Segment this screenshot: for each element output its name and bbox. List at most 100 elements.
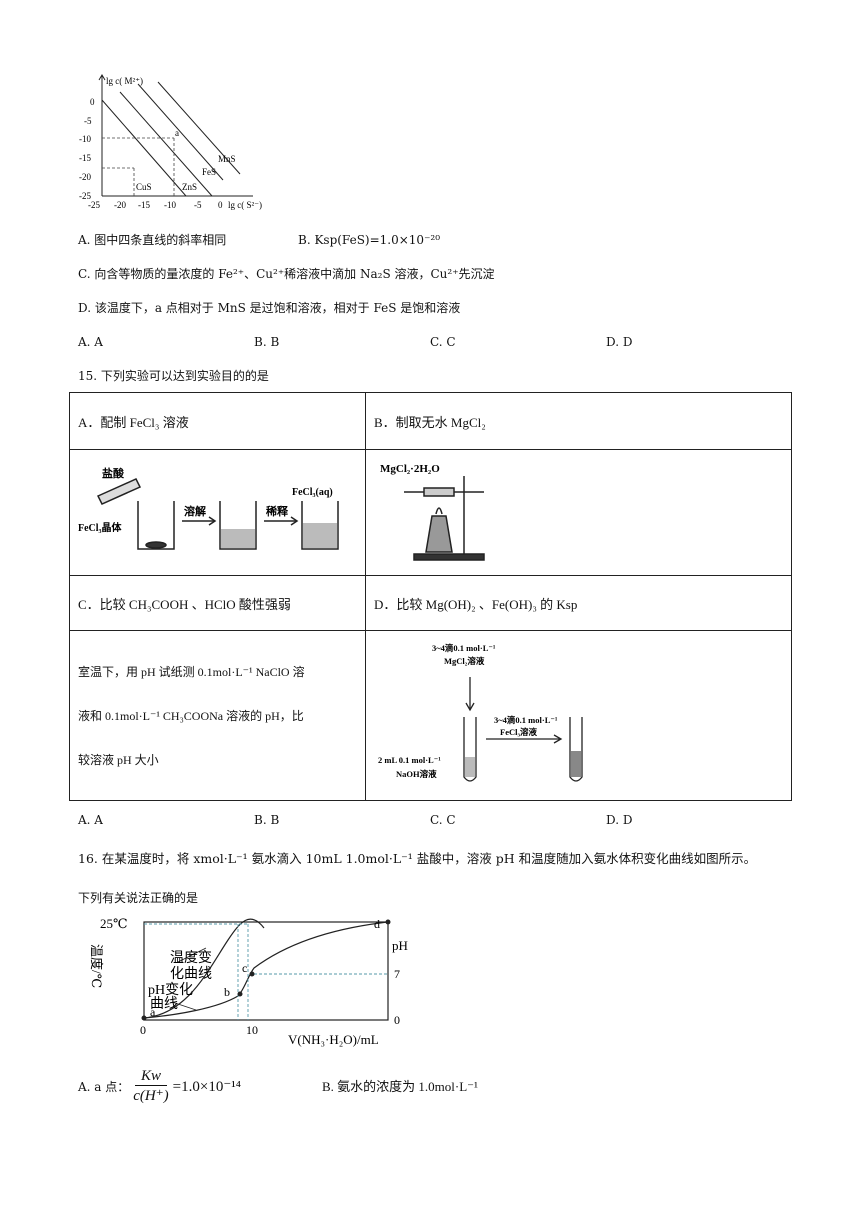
beaker-icon: [219, 501, 257, 550]
q16-stem2: 下列有关说法正确的是: [78, 891, 199, 905]
q15-fig-d: 3~4滴0.1 mol·L⁻¹ MgCl₂溶液 3~4滴0.1 mol·L⁻¹ …: [378, 643, 583, 782]
flame-icon: [435, 507, 443, 515]
q16-ph-curve-label: pH变化: [148, 982, 193, 998]
q16-point-a-dot: [141, 1015, 147, 1021]
q14-y-tick: -15: [79, 153, 91, 163]
precipitate-icon: [465, 757, 475, 777]
fig-a-product-label: FeCl₃(aq): [292, 487, 333, 498]
q14-x-tick: -20: [114, 200, 126, 210]
q14-line-cus: [101, 99, 187, 197]
q16-point-d-dot: [385, 919, 391, 925]
q16-temp-pointer: [177, 947, 207, 963]
fig-a-crystal-label: FeCl₃晶体: [78, 521, 123, 534]
q16-point-c-dot: [249, 971, 255, 977]
q14-option-b: B. Ksp(FeS)=1.0×10⁻²⁰: [298, 233, 441, 247]
q14-x-axis-label: lg c( S²⁻): [228, 200, 262, 210]
q16-point-d: d: [374, 917, 380, 931]
arrow-head-icon: [553, 734, 563, 744]
q14-label-mns: MnS: [218, 154, 236, 164]
q14-y-tick: 0: [90, 97, 95, 107]
q14-answer-a[interactable]: A. A: [78, 335, 103, 349]
q14-y-tick: -20: [79, 172, 91, 182]
q14-option-a: A. 图中四条直线的斜率相同: [78, 233, 227, 247]
arrow-head-icon: [208, 516, 217, 526]
q16-temp-label: 25℃: [100, 916, 128, 931]
q15-cell-c-line: 液和 0.1mol·L⁻¹ CH₃COONa 溶液的 pH，比: [78, 708, 304, 723]
fig-a-acid-label: 盐酸: [102, 466, 125, 480]
q15-answer-c[interactable]: C. C: [430, 813, 456, 827]
q15-answer-b[interactable]: B. B: [254, 813, 280, 827]
q16-stem: 16. 在某温度时，将 xmol·L⁻¹ 氨水滴入 10mL 1.0mol·L⁻…: [78, 851, 757, 866]
q15-fig-b: MgCl₂·2H₂O: [380, 463, 485, 561]
q15-stem: 15. 下列实验可以达到实验目的的是: [78, 369, 269, 383]
q14-solubility-graph: lg c( M²⁺) 0 -5 -10 -15 -20 -25 -25 -20 …: [79, 74, 262, 210]
q15-cell-b-title: B．制取无水 MgCl₂: [365, 392, 792, 450]
fig-d-drop1a: 3~4滴0.1 mol·L⁻¹: [432, 643, 496, 653]
burner-icon: [425, 515, 453, 553]
q16-ph-curve-label: 曲线: [150, 996, 178, 1012]
q15-answer-a[interactable]: A. A: [78, 813, 103, 827]
fig-b-label: MgCl₂·2H₂O: [380, 463, 440, 475]
q14-option-d: D. 该温度下，a 点相对于 MnS 是过饱和溶液，相对于 FeS 是饱和溶液: [78, 301, 461, 315]
sample-icon: [423, 487, 455, 497]
q16-temp-curve-label: 化曲线: [170, 966, 212, 982]
q15-experiment-table: A．配制 FeCl₃ 溶液 B．制取无水 MgCl₂: [69, 392, 792, 801]
q16-right-zero: 0: [394, 1013, 400, 1027]
fig-a-step1-label: 溶解: [184, 504, 206, 518]
q16-option-b: B. 氨水的浓度为 1.0mol·L⁻¹: [322, 1079, 478, 1094]
q14-x-tick: -25: [88, 200, 100, 210]
q15-fig-a: 盐酸 FeCl₃晶体 溶解 稀释 FeCl₃(aq): [78, 466, 339, 550]
q14-line-mns: [157, 81, 241, 175]
crystal-icon: [145, 541, 167, 549]
q16-ph-pointer: [171, 1001, 197, 1011]
q16-x-zero: 0: [140, 1023, 146, 1037]
q16-y-left-label: 温度/℃: [89, 944, 104, 988]
q14-label-zns: ZnS: [182, 182, 197, 192]
q15-cell-c-title: C．比较 CH₃COOH 、HClO 酸性强弱: [69, 575, 366, 631]
q14-y-arrow: [98, 74, 106, 81]
q14-label-fes: FeS: [202, 167, 216, 177]
arrow-head-icon: [290, 516, 299, 526]
q16-titration-graph: 25℃ 温度/℃ pH 7 0 0 10 V(NH₃·H₂O)/mL 温度变 化…: [89, 916, 408, 1047]
q16-fraction: Kw c(H⁺): [133, 1068, 168, 1105]
q15-cell-c-text: 室温下，用 pH 试纸测 0.1mol·L⁻¹ NaClO 溶 液和 0.1mo…: [69, 630, 366, 801]
q14-y-tick: -25: [79, 191, 91, 201]
q14-line-fes: [137, 83, 224, 181]
stand-base-icon: [413, 553, 485, 561]
q14-label-cus: CuS: [136, 182, 152, 192]
beaker-icon: [137, 501, 175, 550]
solution-fill-icon: [303, 523, 337, 548]
q16-temp-curve-label: 温度变: [170, 950, 212, 966]
q16-fraction-num: Kw: [134, 1068, 167, 1086]
q14-x-tick: -10: [164, 200, 176, 210]
q14-answer-b[interactable]: B. B: [254, 335, 280, 349]
acid-tube-icon: [96, 478, 142, 505]
q14-option-c: C. 向含等物质的量浓度的 Fe²⁺、Cu²⁺稀溶液中滴加 Na₂S 溶液，Cu…: [78, 267, 495, 281]
fig-d-drop2b: FeCl₃溶液: [500, 727, 538, 737]
q14-x-tick: -5: [194, 200, 202, 210]
fig-d-base1: 2 mL 0.1 mol·L⁻¹: [378, 755, 441, 765]
q16-fraction-den: c(H⁺): [133, 1087, 169, 1104]
q15-answer-d[interactable]: D. D: [606, 813, 633, 827]
q16-y-right-label: pH: [392, 938, 408, 953]
fig-a-step2-label: 稀释: [266, 504, 289, 518]
fig-d-drop2a: 3~4滴0.1 mol·L⁻¹: [494, 715, 558, 725]
q15-cell-a-title: A．配制 FeCl₃ 溶液: [69, 392, 366, 450]
test-tube-icon: [569, 717, 583, 782]
beaker-icon: [301, 501, 339, 550]
q15-fig-a-cell: 盐酸 FeCl₃晶体 溶解 稀释 FeCl₃(aq): [69, 449, 366, 576]
q15-fig-d-cell: 3~4滴0.1 mol·L⁻¹ MgCl₂溶液 3~4滴0.1 mol·L⁻¹ …: [365, 630, 792, 801]
q14-answer-d[interactable]: D. D: [606, 335, 633, 349]
q15-cell-c-line: 较溶液 pH 大小: [78, 752, 159, 767]
q14-line-zns: [119, 91, 213, 197]
q16-x-axis-label: V(NH₃·H₂O)/mL: [288, 1032, 379, 1047]
q15-cell-d-title: D．比较 Mg(OH)₂ 、Fe(OH)₃ 的 Ksp: [365, 575, 792, 631]
q16-option-a: A. a 点： Kw c(H⁺) =1.0×10⁻¹⁴: [78, 1064, 241, 1108]
q16-ph-curve: [143, 921, 389, 1019]
fig-d-base2: NaOH溶液: [396, 769, 437, 779]
q14-answer-c[interactable]: C. C: [430, 335, 456, 349]
q14-point-a: a: [175, 128, 179, 138]
solution-fill-icon: [221, 529, 255, 548]
q14-x-tick: 0: [218, 200, 223, 210]
q14-y-axis-label: lg c( M²⁺): [106, 76, 143, 86]
